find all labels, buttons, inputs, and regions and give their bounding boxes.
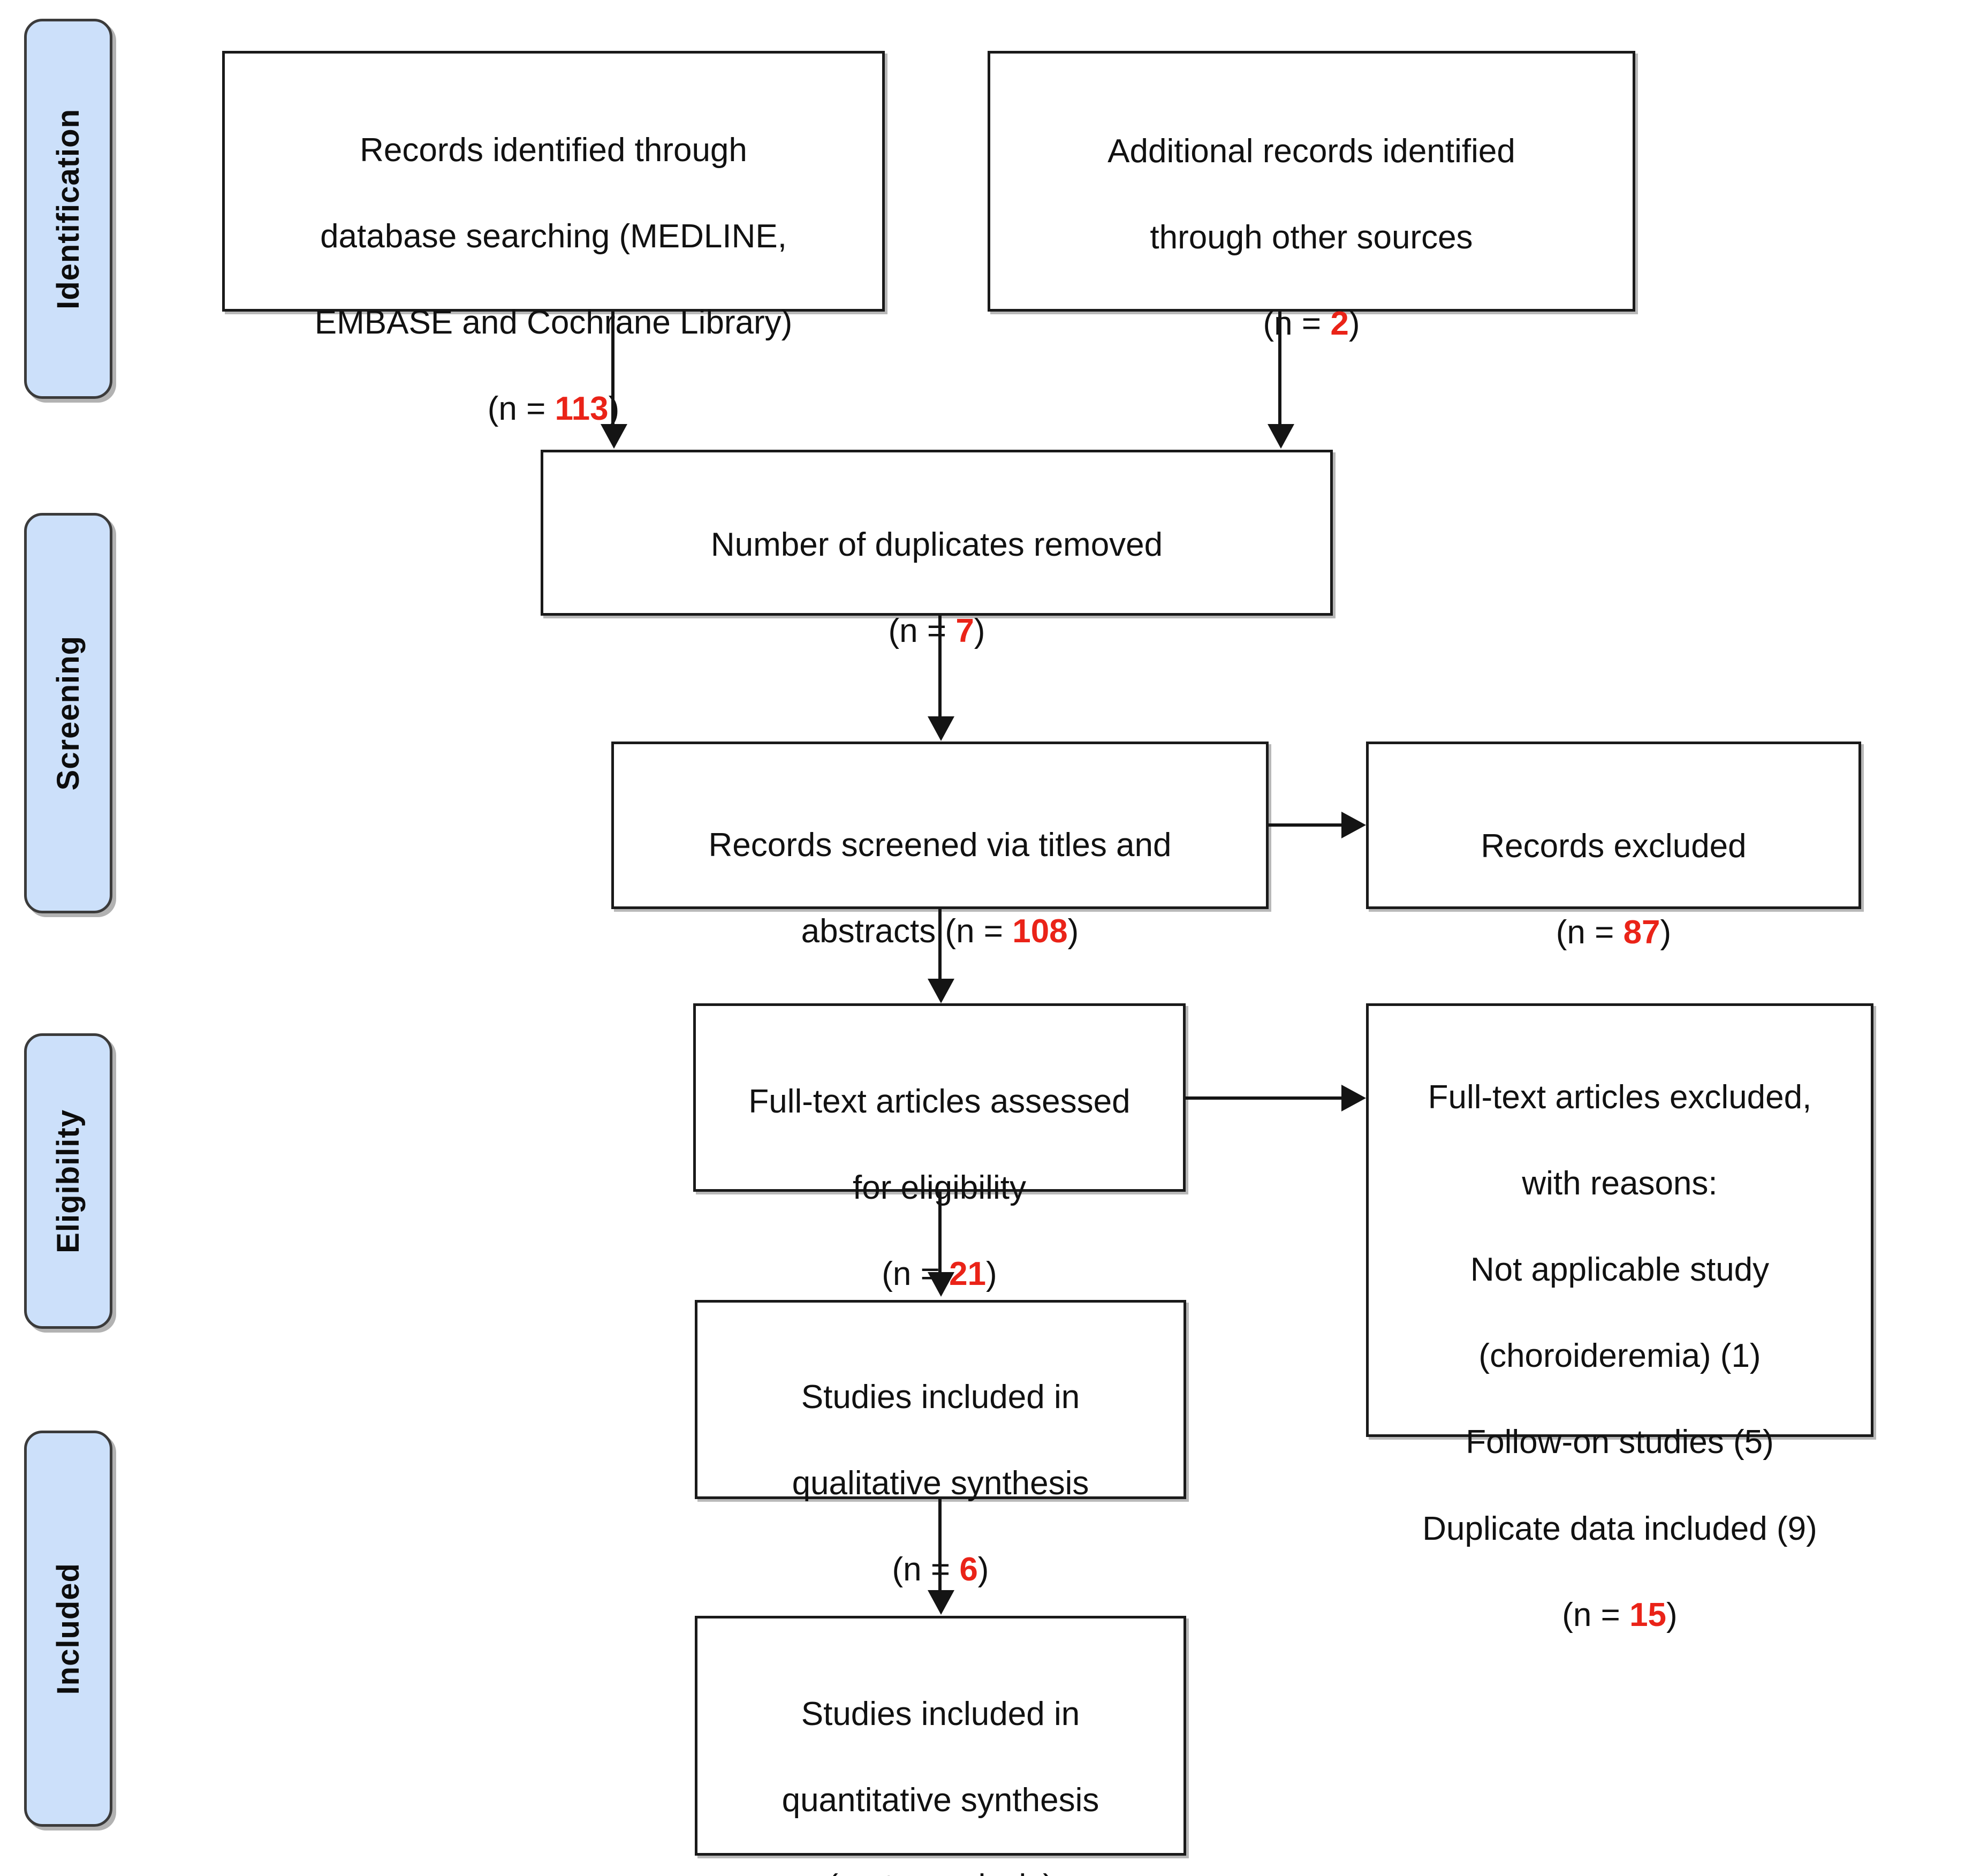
records-identified-line3: EMBASE and Cochrane Library) — [314, 304, 793, 341]
fulltext-assessed-n-suffix: ) — [986, 1255, 997, 1292]
additional-records-line1: Additional records identified — [1107, 132, 1515, 170]
connector-qualitative-to-quantitative — [938, 1499, 942, 1591]
arrowhead-assessed-to-qualitative — [928, 1272, 954, 1297]
connector-screened-to-excluded — [1269, 823, 1344, 827]
records-excluded-line1: Records excluded — [1481, 827, 1747, 865]
fulltext-excluded-n-prefix: (n = — [1562, 1596, 1630, 1633]
qualitative-line2: qualitative synthesis — [792, 1464, 1089, 1502]
qualitative-n-prefix: (n = — [892, 1550, 960, 1588]
fulltext-assessed-count: 21 — [949, 1255, 987, 1292]
arrowhead-duplicates-to-screened — [928, 716, 954, 741]
connector-fulltext-to-excluded — [1186, 1096, 1344, 1100]
fulltext-excluded-reason2: (choroideremia) (1) — [1478, 1337, 1761, 1375]
quantitative-line1: Studies included in — [801, 1695, 1080, 1733]
fulltext-excluded-line2: with reasons: — [1522, 1164, 1718, 1202]
additional-records-count: 2 — [1330, 305, 1349, 342]
stage-label-eligibility: Eligibility — [51, 1109, 86, 1253]
additional-records-n-suffix: ) — [1348, 305, 1360, 342]
box-additional-records: Additional records identified through ot… — [988, 51, 1635, 342]
qualitative-n-suffix: ) — [977, 1550, 989, 1588]
box-fulltext-assessed: Full-text articles assessed for eligibil… — [693, 1003, 1186, 1292]
box-quantitative-synthesis: Studies included in quantitative synthes… — [695, 1616, 1186, 1876]
stage-tab-identification: Identification — [24, 19, 112, 399]
connector-identified-to-duplicates — [611, 312, 614, 425]
connector-duplicates-to-screened — [938, 616, 942, 717]
qualitative-line1: Studies included in — [801, 1378, 1080, 1416]
stage-tab-included: Included — [24, 1431, 112, 1827]
fulltext-excluded-n-suffix: ) — [1666, 1596, 1678, 1633]
records-excluded-count: 87 — [1623, 913, 1660, 951]
records-identified-count: 113 — [555, 390, 609, 428]
records-excluded-n-suffix: ) — [1660, 913, 1672, 951]
qualitative-count: 6 — [959, 1550, 978, 1588]
connector-screened-to-fulltext — [938, 909, 942, 980]
arrowhead-fulltext-to-excluded — [1341, 1085, 1366, 1111]
stage-label-identification: Identification — [51, 108, 86, 309]
box-fulltext-excluded: Full-text articles excluded, with reason… — [1366, 1003, 1873, 1633]
records-screened-count: 108 — [1012, 912, 1068, 950]
records-identified-n-prefix: (n = — [487, 390, 555, 428]
fulltext-excluded-reason1: Not applicable study — [1470, 1251, 1770, 1288]
additional-records-line2: through other sources — [1150, 218, 1473, 256]
duplicates-removed-line1: Number of duplicates removed — [710, 526, 1163, 563]
fulltext-assessed-line1: Full-text articles assessed — [748, 1083, 1131, 1120]
arrowhead-screened-to-excluded — [1341, 812, 1366, 838]
box-qualitative-synthesis: Studies included in qualitative synthesi… — [695, 1300, 1186, 1588]
records-identified-line2: database searching (MEDLINE, — [320, 217, 787, 255]
records-screened-line1: Records screened via titles and — [708, 826, 1172, 864]
records-screened-line2-suffix: ) — [1067, 912, 1079, 950]
stage-label-included: Included — [51, 1562, 86, 1695]
duplicates-removed-n-suffix: ) — [974, 612, 985, 649]
fulltext-excluded-reason4: Duplicate data included (9) — [1422, 1510, 1817, 1547]
box-duplicates-removed: Number of duplicates removed (n = 7) — [541, 450, 1333, 649]
stage-tab-eligibility: Eligibility — [24, 1033, 112, 1329]
stage-label-screening: Screening — [51, 636, 86, 791]
connector-additional-to-duplicates — [1278, 312, 1281, 425]
duplicates-removed-n-prefix: (n = — [888, 612, 956, 649]
box-records-identified: Records identified through database sear… — [222, 51, 885, 427]
arrowhead-qualitative-to-quantitative — [928, 1590, 954, 1615]
additional-records-n-prefix: (n = — [1263, 305, 1331, 342]
fulltext-excluded-reason3: Follow-on studies (5) — [1466, 1424, 1774, 1461]
quantitative-line3: (meta-analysis) — [827, 1868, 1054, 1876]
box-records-screened: Records screened via titles and abstract… — [611, 742, 1269, 950]
records-excluded-n-prefix: (n = — [1556, 913, 1623, 951]
box-records-excluded: Records excluded (n = 87) — [1366, 742, 1861, 951]
fulltext-excluded-count: 15 — [1629, 1596, 1667, 1633]
connector-assessed-to-qualitative — [938, 1192, 942, 1273]
duplicates-removed-count: 7 — [955, 612, 974, 649]
records-screened-line2-prefix: abstracts (n = — [801, 912, 1013, 950]
arrowhead-identified-to-duplicates — [601, 424, 627, 449]
quantitative-line2: quantitative synthesis — [782, 1781, 1099, 1819]
arrowhead-additional-to-duplicates — [1268, 424, 1294, 449]
fulltext-assessed-line2: for eligibility — [853, 1169, 1026, 1206]
fulltext-excluded-line1: Full-text articles excluded, — [1428, 1078, 1812, 1116]
arrowhead-screened-to-fulltext — [928, 979, 954, 1003]
stage-tab-screening: Screening — [24, 513, 112, 913]
records-identified-line1: Records identified through — [360, 131, 747, 169]
